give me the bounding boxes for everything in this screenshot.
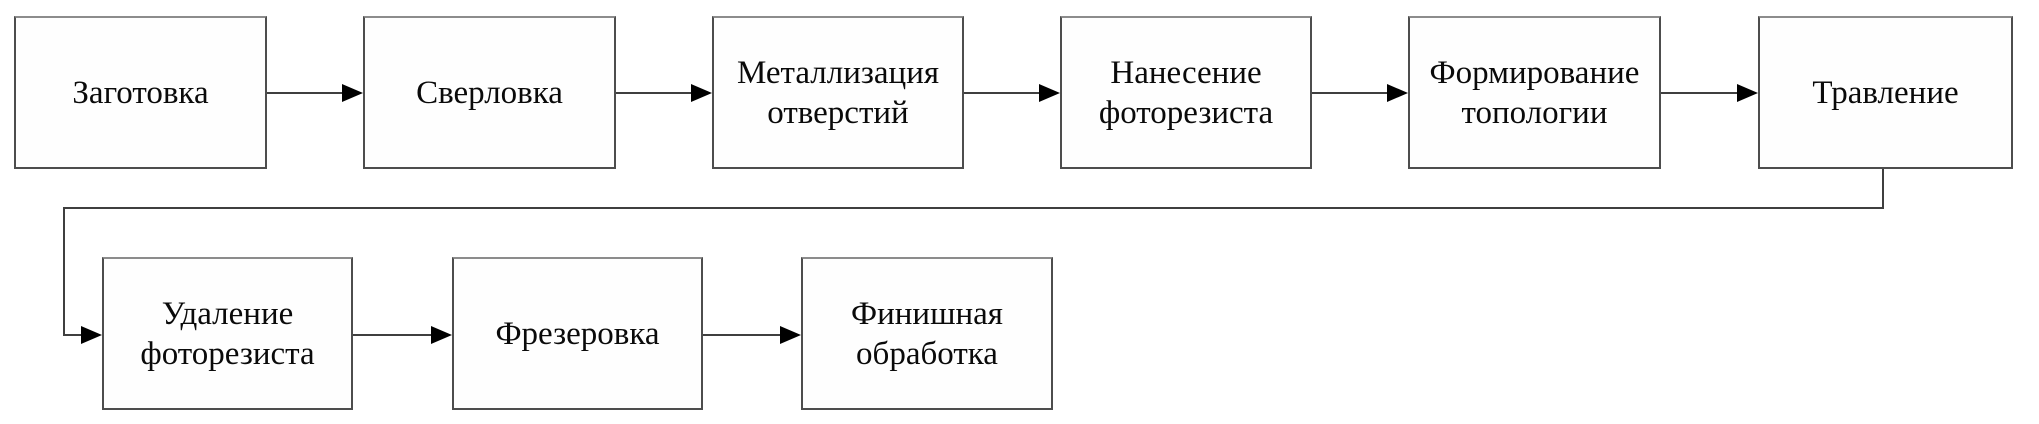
connector-segment-down: [1882, 169, 1884, 209]
arrowhead-icon: [1387, 84, 1408, 102]
flow-step-label: Фрезеровка: [495, 315, 660, 352]
flow-step-udalenie-fotorezista: Удаление фоторезиста: [102, 257, 353, 410]
connector-segment-right: [63, 334, 83, 336]
flow-step-metallizatsiya-otverstiy: Металлизация отверстий: [712, 16, 964, 169]
flow-step-label: Формирование топологии: [1429, 54, 1640, 131]
flow-step-label: Финишная обработка: [851, 295, 1003, 372]
arrowhead-icon: [780, 326, 801, 344]
flow-step-label: Металлизация отверстий: [736, 54, 940, 131]
connector-segment-down2: [63, 207, 65, 336]
arrowhead-icon: [81, 326, 102, 344]
arrowhead-icon: [1039, 84, 1060, 102]
flow-step-label: Заготовка: [72, 74, 209, 111]
flow-step-label: Травление: [1812, 74, 1959, 111]
flow-step-label: Сверловка: [416, 74, 563, 111]
flow-step-travlenie: Травление: [1758, 16, 2013, 169]
flow-step-label: Нанесение фоторезиста: [1098, 54, 1274, 131]
flow-step-formirovanie-topologii: Формирование топологии: [1408, 16, 1661, 169]
flow-step-label: Удаление фоторезиста: [140, 295, 315, 372]
arrowhead-icon: [431, 326, 452, 344]
flow-step-frezerovka: Фрезеровка: [452, 257, 703, 410]
flow-step-nanesenie-fotorezista: Нанесение фоторезиста: [1060, 16, 1312, 169]
arrowhead-icon: [342, 84, 363, 102]
flow-step-zagotovka: Заготовка: [14, 16, 267, 169]
connector-segment-left: [63, 207, 1884, 209]
arrowhead-icon: [691, 84, 712, 102]
arrowhead-icon: [1737, 84, 1758, 102]
flow-step-finishnaya-obrabotka: Финишная обработка: [801, 257, 1053, 410]
flow-step-sverlovka: Сверловка: [363, 16, 616, 169]
